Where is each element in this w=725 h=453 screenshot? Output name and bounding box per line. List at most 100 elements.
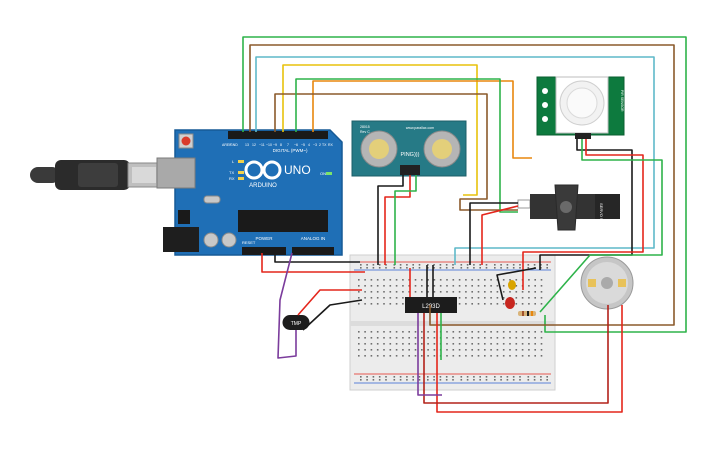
breadboard-hole xyxy=(502,355,505,357)
breadboard-hole xyxy=(452,343,455,345)
ping-ultrasonic-sensor: PING))) www.parallax.com 28015 Rev C xyxy=(351,120,467,177)
breadboard-hole xyxy=(395,355,398,357)
breadboard-hole xyxy=(433,267,435,269)
atmega-chip xyxy=(238,210,328,232)
breadboard-hole xyxy=(515,303,518,305)
breadboard-hole xyxy=(477,279,480,281)
breadboard-hole xyxy=(465,349,467,351)
digital-label: DIGITAL (PWM~) xyxy=(273,148,308,153)
wire-pir-black xyxy=(539,139,633,270)
breadboard-hole xyxy=(439,285,442,287)
wire-orange xyxy=(312,80,532,159)
breadboard-hole xyxy=(534,291,536,293)
breadboard-hole xyxy=(477,343,480,345)
breadboard-hole xyxy=(358,279,360,281)
breadboard-hole xyxy=(421,279,423,281)
pin-label-3: ~3 xyxy=(313,143,317,147)
breadboard-hole xyxy=(383,297,385,299)
wire-pir-red xyxy=(522,139,644,290)
breadboard-hole xyxy=(393,267,396,269)
breadboard-hole xyxy=(540,331,543,333)
breadboard-hole xyxy=(477,355,480,357)
led-on-label: ON xyxy=(320,171,326,176)
breadboard-hole xyxy=(546,379,548,381)
breadboard-hole xyxy=(402,331,404,333)
breadboard-hole xyxy=(364,291,366,293)
breadboard-hole xyxy=(490,343,492,345)
breadboard-hole xyxy=(485,264,488,266)
pin-label-5: ~5 xyxy=(301,143,305,147)
breadboard-hole xyxy=(515,343,518,345)
breadboard-hole xyxy=(471,291,473,293)
breadboard-hole xyxy=(527,379,530,381)
breadboard-hole xyxy=(433,285,436,287)
breadboard-hole xyxy=(540,291,543,293)
analog-header xyxy=(292,247,334,255)
breadboard-hole xyxy=(540,337,543,339)
breadboard-hole xyxy=(471,279,473,281)
digital-header xyxy=(228,131,328,139)
led-l-label: L xyxy=(232,159,235,164)
breadboard-hole xyxy=(406,267,408,269)
breadboard-hole xyxy=(528,349,530,351)
breadboard-hole xyxy=(521,303,524,305)
usb-cable xyxy=(30,160,161,190)
breadboard-hole xyxy=(376,279,379,281)
breadboard-hole xyxy=(421,331,423,333)
breadboard-hole xyxy=(515,337,518,339)
led-rx xyxy=(238,177,244,180)
breadboard-hole xyxy=(421,355,423,357)
breadboard-hole xyxy=(490,297,492,299)
breadboard-hole xyxy=(465,291,467,293)
breadboard-hole xyxy=(452,379,454,381)
breadboard-hole xyxy=(402,297,404,299)
wire-tmp-red xyxy=(297,289,362,316)
breadboard-hole xyxy=(408,337,410,339)
breadboard-hole xyxy=(465,343,467,345)
breadboard-hole xyxy=(460,376,463,378)
wire-ping-green xyxy=(394,175,417,265)
reset-button[interactable] xyxy=(181,136,191,146)
pir-motion-sensor: PIR SENSOR xyxy=(536,76,625,139)
breadboard-hole xyxy=(527,267,530,269)
breadboard-hole xyxy=(533,264,536,266)
breadboard-hole xyxy=(372,267,375,269)
servo-label: SERVO 9G xyxy=(599,203,604,223)
breadboard-hole xyxy=(506,267,509,269)
breadboard-hole xyxy=(502,285,505,287)
breadboard-hole xyxy=(395,349,398,351)
power-header xyxy=(242,247,286,255)
breadboard-hole xyxy=(445,379,448,381)
breadboard-hole xyxy=(399,379,402,381)
breadboard-hole xyxy=(519,379,521,381)
breadboard-hole xyxy=(540,349,543,351)
breadboard-hole xyxy=(389,285,392,287)
breadboard-hole xyxy=(364,355,366,357)
breadboard-hole xyxy=(509,343,511,345)
breadboard-hole xyxy=(364,331,366,333)
breadboard-hole xyxy=(408,331,410,333)
breadboard-hole xyxy=(540,355,543,357)
breadboard-hole xyxy=(383,349,385,351)
breadboard-hole xyxy=(477,349,480,351)
breadboard-hole xyxy=(439,279,442,281)
breadboard-hole xyxy=(376,355,379,357)
breadboard-hole xyxy=(433,349,436,351)
breadboard-hole xyxy=(540,279,543,281)
breadboard-hole xyxy=(389,337,392,339)
breadboard-hole xyxy=(360,264,362,266)
breadboard-hole xyxy=(383,331,385,333)
pin-label-10: ~10 xyxy=(266,143,272,147)
breadboard-hole xyxy=(433,376,435,378)
breadboard-hole xyxy=(534,331,536,333)
wire-motor-red xyxy=(436,305,623,413)
breadboard-hole xyxy=(358,331,360,333)
breadboard-hole xyxy=(364,343,366,345)
breadboard-hole xyxy=(473,267,475,269)
arduino-uno-board: ARDUINO UNO 13 12 ~11 ~10 ~9 8 7 ~6 ~5 4… xyxy=(156,129,343,256)
breadboard-hole xyxy=(414,337,417,339)
breadboard-hole xyxy=(496,337,499,339)
breadboard-hole xyxy=(458,303,461,305)
breadboard-hole xyxy=(466,267,469,269)
